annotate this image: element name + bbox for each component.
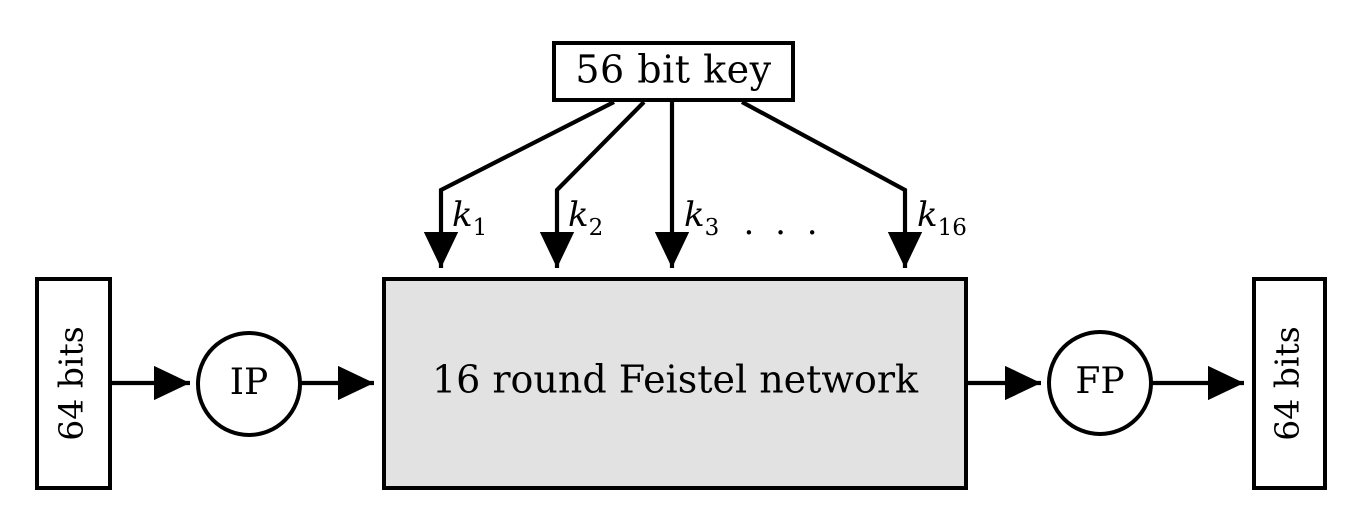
final-permutation-node: FP xyxy=(1047,330,1153,436)
key-box-label: 56 bit key xyxy=(575,48,771,92)
round-key-label-k16: k16 xyxy=(917,195,967,241)
final-permutation-label: FP xyxy=(1075,361,1124,402)
feistel-network-rect xyxy=(382,277,968,490)
key-box-rect xyxy=(552,41,795,102)
output-block: 64 bits xyxy=(1252,277,1327,490)
key-line-k16 xyxy=(741,100,923,268)
output-block-label: 64 bits xyxy=(1268,326,1307,440)
round-key-label-k3: k3 xyxy=(684,195,719,241)
feistel-network-label: 16 round Feistel network xyxy=(432,358,919,402)
key-line-k2 xyxy=(539,100,646,268)
round-key-label-k2: k2 xyxy=(568,195,603,241)
initial-permutation-label: IP xyxy=(230,362,268,403)
output-block-rect xyxy=(1252,277,1327,490)
key-line-k1 xyxy=(423,100,615,268)
feistel-network-node: 16 round Feistel network xyxy=(382,277,968,490)
key-box: 56 bit key xyxy=(552,41,795,102)
input-block: 64 bits xyxy=(35,277,112,490)
input-block-rect xyxy=(35,277,112,490)
initial-permutation-node: IP xyxy=(196,331,302,437)
input-block-label: 64 bits xyxy=(52,326,91,440)
round-key-label-k1: k1 xyxy=(452,195,487,241)
round-key-ellipsis: . . . xyxy=(743,203,822,243)
round-key-connectors xyxy=(423,100,923,268)
round-key-labels: k1 k2 k3 k16 . . . xyxy=(452,195,967,243)
